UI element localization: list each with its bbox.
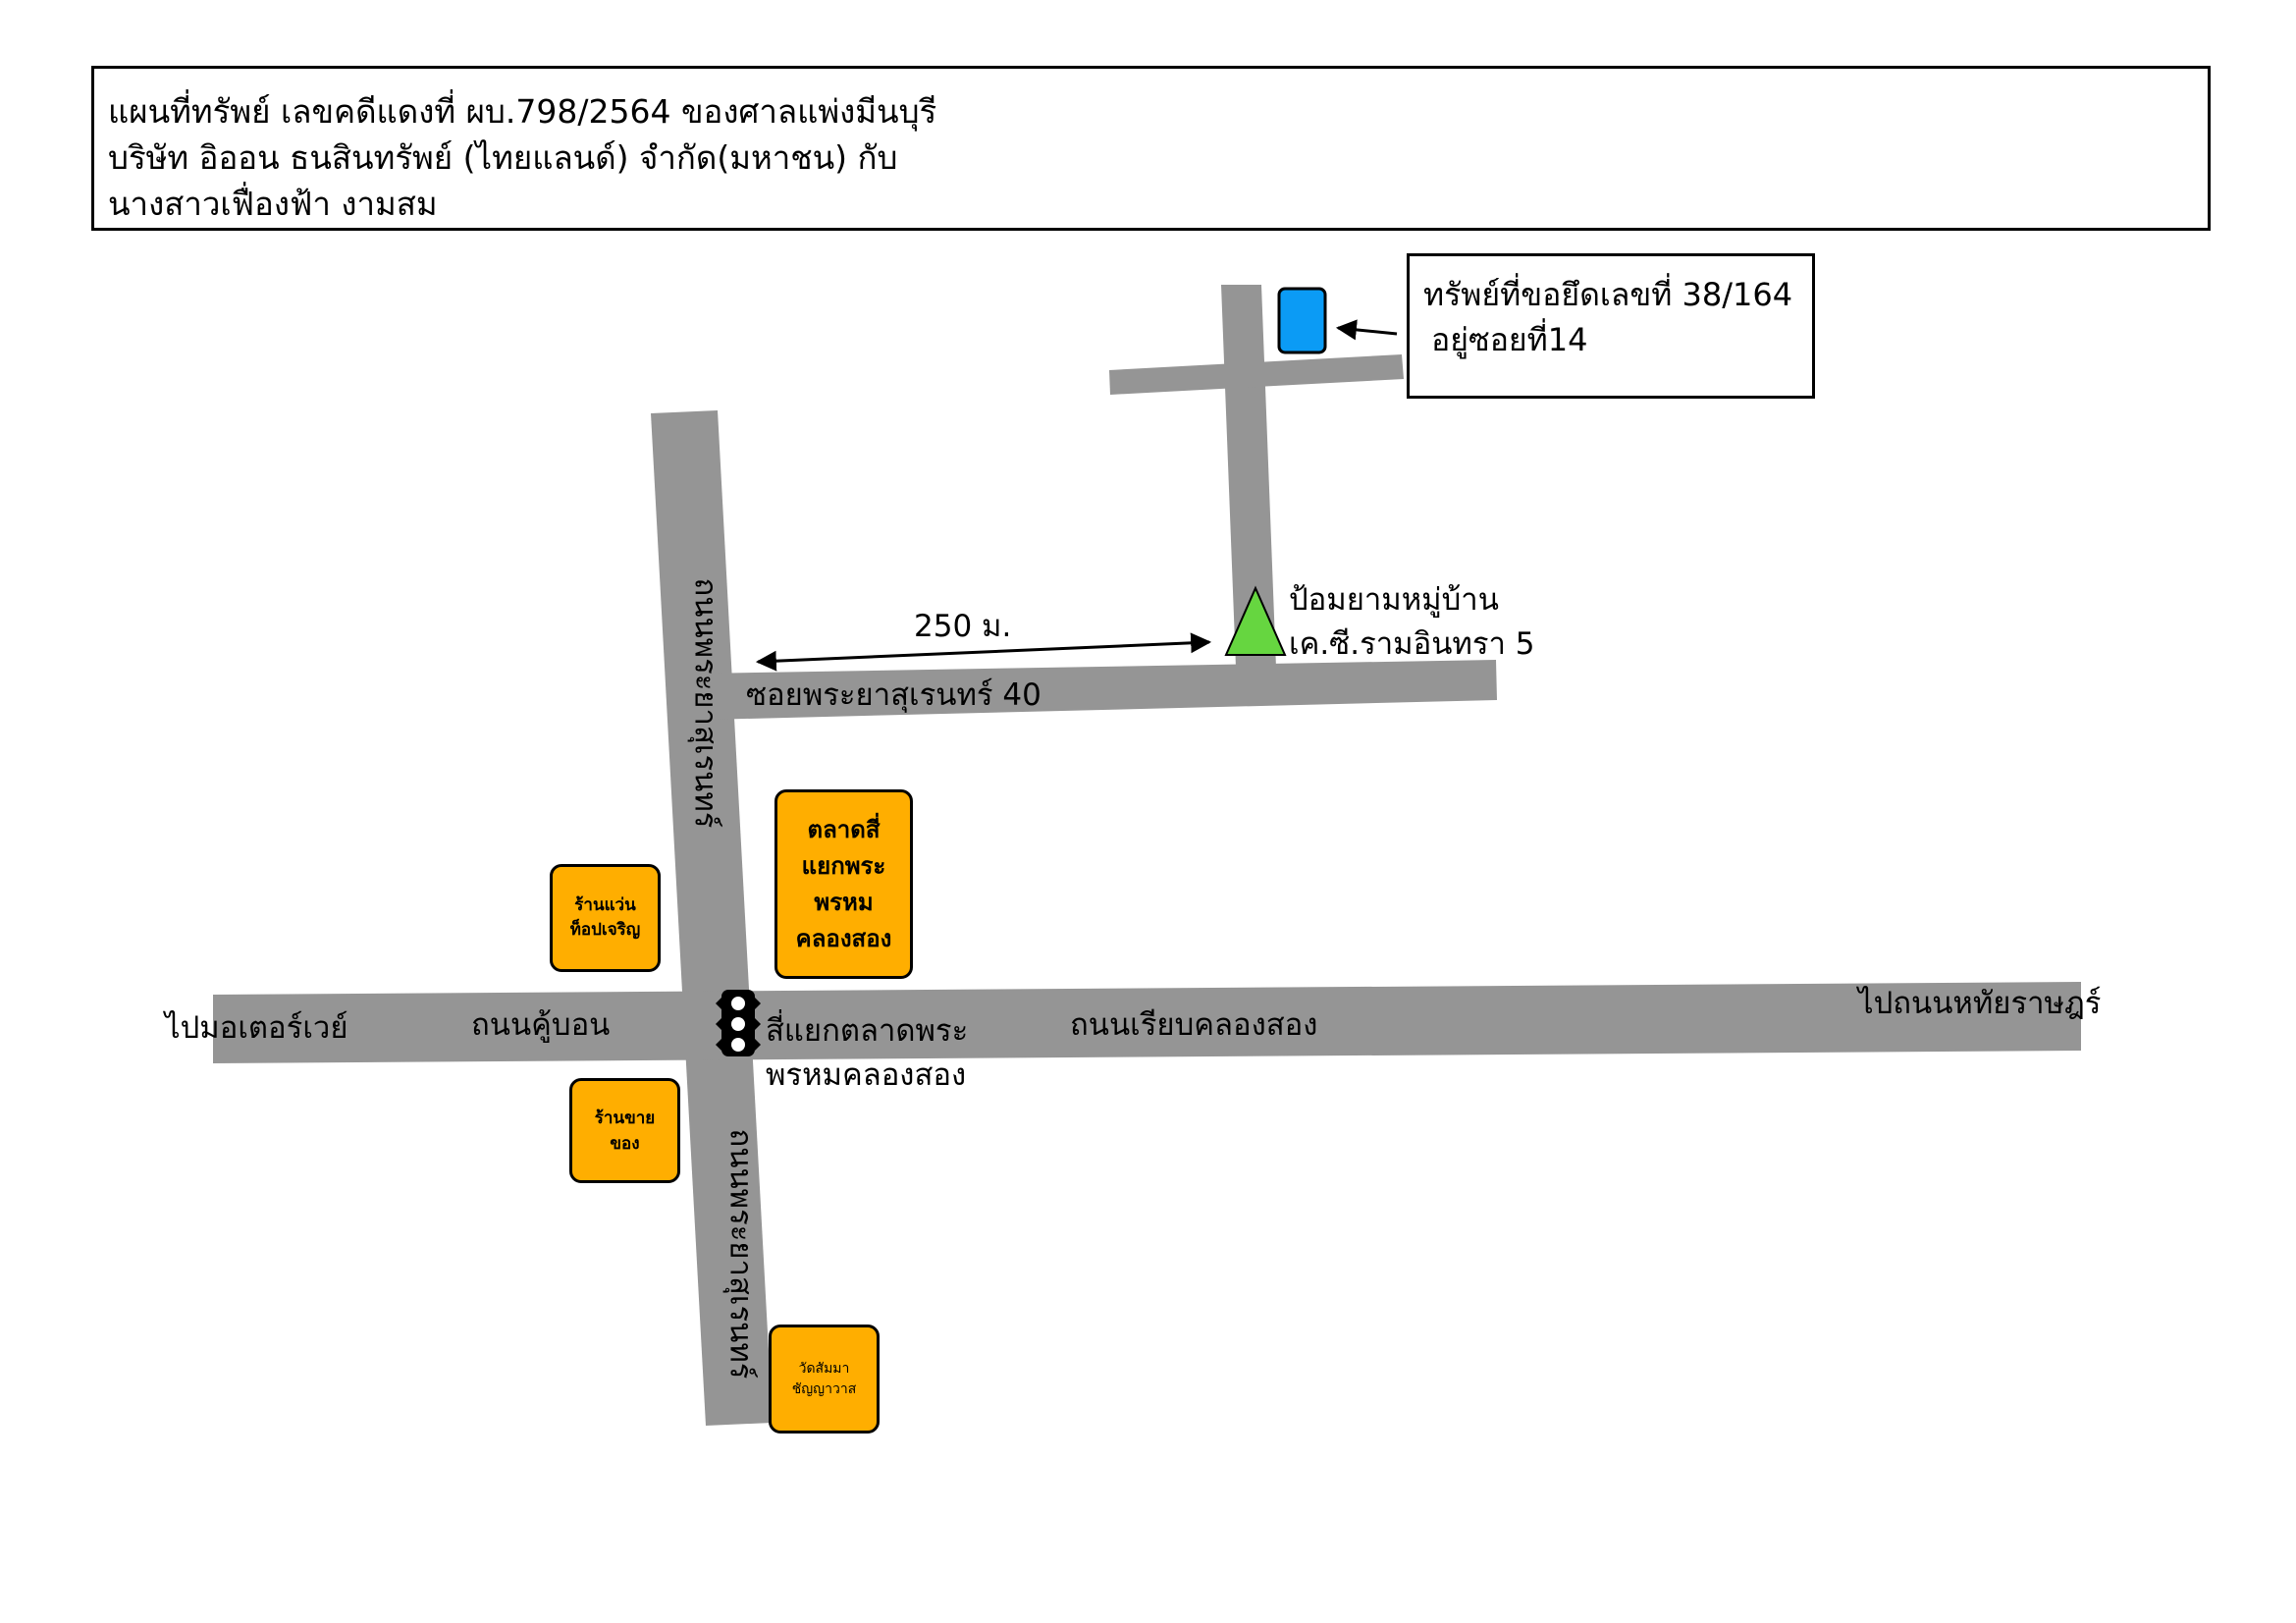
distance-label: 250 ม. bbox=[914, 609, 1012, 644]
guard-post-marker bbox=[1224, 585, 1287, 656]
poi-temple-line-2: ชัญญาวาส bbox=[791, 1380, 857, 1397]
poi-temple-line-1: วัดสัมมา bbox=[798, 1360, 850, 1377]
traffic-light-icon bbox=[716, 990, 761, 1056]
main-road-label-south: ถนนพระยาสุเรนทร์ bbox=[722, 1128, 759, 1380]
guard-post-label-1: ป้อมยามหมู่บ้าน bbox=[1289, 582, 1499, 618]
guard-post-label-2: เค.ซี.รามอินทรา 5 bbox=[1289, 626, 1535, 662]
poi-temple: วัดสัมมา ชัญญาวาส bbox=[769, 1325, 880, 1434]
poi-market-line-2: แยกพระ bbox=[801, 851, 886, 880]
poi-market-line-3: พรหม bbox=[814, 888, 874, 916]
intersection-label-1: สี่แยกตลาดพระ bbox=[766, 1013, 969, 1049]
road-soi-14 bbox=[1109, 354, 1404, 395]
title-line-2: บริษัท อิออน ธนสินทรัพย์ (ไทยแลนด์) จำกั… bbox=[108, 138, 898, 177]
khu-bon-road-label: ถนนคู้บอน bbox=[471, 1007, 611, 1043]
to-hathairat-label: ไปถนนหทัยราษฎร์ bbox=[1858, 986, 2102, 1021]
road-soi-40 bbox=[702, 660, 1497, 720]
poi-market-line-4: คลองสอง bbox=[795, 924, 892, 952]
main-road-label-north: ถนนพระยาสุเรนทร์ bbox=[687, 577, 723, 829]
poi-glasses-line-1: ร้านแว่น bbox=[574, 895, 636, 915]
property-callout-line-1: ทรัพย์ที่ขอยึดเลขที่ 38/164 bbox=[1423, 276, 1793, 313]
poi-market-line-1: ตลาดสี่ bbox=[807, 815, 881, 843]
road-khu-bon-riap-khlong-song bbox=[213, 982, 2081, 1063]
poi-glasses-line-2: ท็อปเจริญ bbox=[569, 920, 641, 940]
poi-grocery-shop: ร้านขาย ของ bbox=[569, 1078, 680, 1183]
map-title-box: แผนที่ทรัพย์ เลขคดีแดงที่ ผบ.798/2564 ขอ… bbox=[91, 66, 2211, 231]
poi-glasses-shop: ร้านแว่น ท็อปเจริญ bbox=[550, 864, 661, 972]
distance-arrow bbox=[755, 632, 1212, 672]
poi-market: ตลาดสี่ แยกพระ พรหม คลองสอง bbox=[774, 789, 913, 979]
intersection-label-2: พรหมคลองสอง bbox=[766, 1057, 967, 1093]
property-callout: ทรัพย์ที่ขอยึดเลขที่ 38/164 อยู่ซอยที่14 bbox=[1407, 253, 1815, 399]
soi-40-label: ซอยพระยาสุเรนทร์ 40 bbox=[746, 677, 1041, 713]
riap-khlong-song-road-label: ถนนเรียบคลองสอง bbox=[1070, 1007, 1318, 1043]
poi-grocery-line-2: ของ bbox=[610, 1133, 640, 1154]
poi-grocery-line-1: ร้านขาย bbox=[594, 1108, 656, 1128]
title-line-1: แผนที่ทรัพย์ เลขคดีแดงที่ ผบ.798/2564 ขอ… bbox=[108, 92, 937, 131]
property-callout-line-2: อยู่ซอยที่14 bbox=[1431, 321, 1588, 358]
property-marker bbox=[1277, 287, 1327, 354]
title-line-3: นางสาวเฟื่องฟ้า งามสม bbox=[108, 185, 438, 223]
to-motorway-label: ไปมอเตอร์เวย์ bbox=[165, 1010, 348, 1046]
road-phraya-surenthon bbox=[651, 410, 773, 1426]
callout-arrow bbox=[1335, 319, 1398, 341]
